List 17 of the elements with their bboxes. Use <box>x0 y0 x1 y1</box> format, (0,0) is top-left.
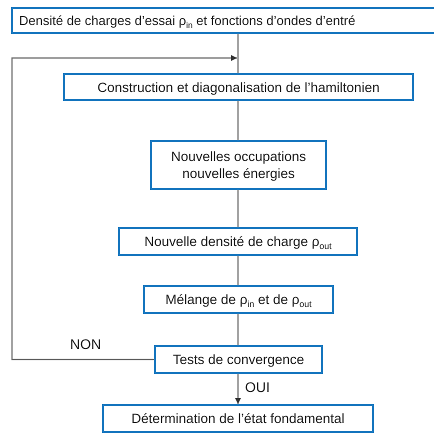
box-text: Détermination de l’état fondamental <box>131 410 345 427</box>
process-box <box>63 73 414 101</box>
connector-arrow <box>235 374 241 404</box>
connector-arrow <box>11 55 237 360</box>
box-text: Densité de charges d’essai ρ$_{in}$ et fonctions d’ondes d’entré <box>19 12 356 29</box>
process-box <box>11 7 434 34</box>
box-text: Construction et diagonalisation de l’hamiltonien <box>97 78 380 96</box>
box-text: Mélange de ρ$_{in}$ et de ρ$_{out}$ <box>165 291 312 308</box>
process-box <box>143 285 334 314</box>
box-text: Tests de convergence <box>172 351 304 368</box>
box-text: Nouvelle densité de charge ρ$_{out}$ <box>144 233 332 250</box>
edge-label: OUI <box>243 379 272 395</box>
box-text: Nouvelles occupations nouvelles énergies <box>170 148 308 182</box>
process-box <box>102 404 374 433</box>
process-box <box>150 140 327 190</box>
process-box <box>118 227 358 256</box>
process-box <box>154 345 323 374</box>
